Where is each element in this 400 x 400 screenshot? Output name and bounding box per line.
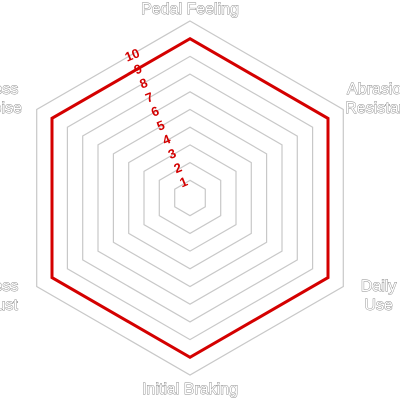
tick-label-5: 5 <box>155 117 167 134</box>
tick-label-9: 9 <box>132 61 144 78</box>
tick-label-7: 7 <box>143 89 155 106</box>
grid-ring-1 <box>174 179 206 217</box>
axis-label-line: Less <box>0 81 18 98</box>
grid-ring-6 <box>97 91 283 305</box>
tick-label-3: 3 <box>166 145 178 162</box>
tick-label-10: 10 <box>123 45 142 64</box>
grid-ring-9 <box>51 38 329 358</box>
axis-label-line: Resistant <box>345 100 400 117</box>
tick-label-8: 8 <box>137 75 149 92</box>
axis-label-abrasion-resistant: AbrasionResistant <box>345 81 400 118</box>
tick-label-4: 4 <box>160 131 173 148</box>
grid-ring-5 <box>112 108 268 288</box>
axis-label-line: Noise <box>0 100 22 117</box>
grid-ring-8 <box>66 55 314 341</box>
grid-ring-7 <box>82 73 298 323</box>
axis-label-line: Pedal Feeling <box>141 1 239 18</box>
tick-label-6: 6 <box>149 103 161 120</box>
axis-label-less-dust: LessDust <box>0 278 19 315</box>
axis-label-initial-braking: Initial Braking <box>142 381 239 399</box>
series-line-0 <box>50 36 330 360</box>
radar-series <box>50 36 330 360</box>
grid-ring-4 <box>128 126 252 270</box>
grid-ring-10 <box>36 20 344 376</box>
grid-ring-2 <box>158 161 222 235</box>
axis-label-line: Less <box>0 278 18 295</box>
axis-label-line: Abrasion <box>347 81 400 98</box>
axis-label-pedal-feeling: Pedal Feeling <box>141 1 240 19</box>
radar-grid <box>36 20 344 376</box>
grid-ring-3 <box>143 144 237 252</box>
axis-label-line: Use <box>364 297 393 314</box>
axis-label-line: Daily <box>361 278 397 295</box>
axis-label-less-noise: LessNoise <box>0 81 22 118</box>
axis-label-line: Dust <box>0 297 18 314</box>
axis-label-line: Initial Braking <box>142 381 238 398</box>
